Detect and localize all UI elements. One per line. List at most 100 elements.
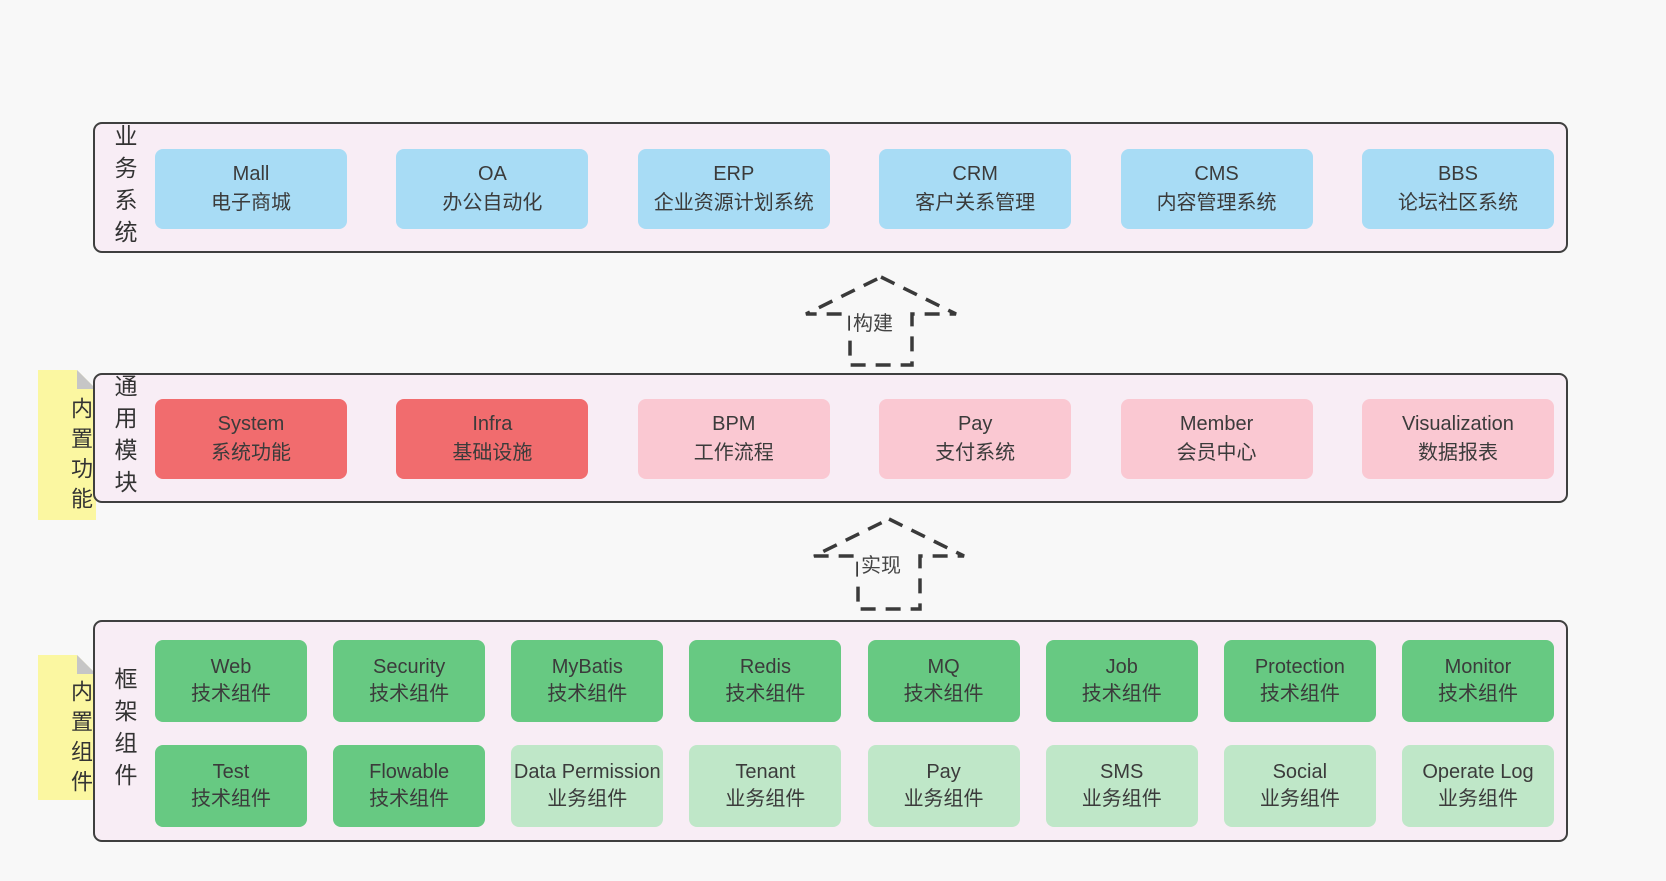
box-title: Operate Log <box>1422 761 1534 783</box>
box-subtitle: 业务组件 <box>547 788 628 810</box>
box-member: Member 会员中心 <box>1120 399 1313 479</box>
box-title: OA <box>477 163 507 185</box>
box-title: Web <box>210 656 252 678</box>
box-subtitle: 技术组件 <box>191 683 271 705</box>
box-subtitle: 客户关系管理 <box>915 192 1036 214</box>
dashed-up-arrow-icon <box>813 517 965 611</box>
box-title: CMS <box>1194 163 1239 185</box>
box-subtitle: 办公自动化 <box>442 192 543 214</box>
build-arrow-label: 构建 <box>850 312 896 336</box>
box-title: Tenant <box>735 761 796 783</box>
box-title: Mall <box>232 163 270 185</box>
box-subtitle: 技术组件 <box>725 683 806 705</box>
box-title: Test <box>212 761 250 783</box>
box-title: System <box>217 413 285 435</box>
box-pay: Pay 业务组件 <box>867 745 1020 827</box>
panel-title-business-systems: 业务系统 <box>111 123 137 252</box>
box-subtitle: 系统功能 <box>211 442 291 464</box>
box-subtitle: 基础设施 <box>452 442 533 464</box>
build-arrow: 构建 <box>801 274 961 368</box>
box-mybatis: MyBatis 技术组件 <box>511 640 664 722</box>
box-crm: CRM 客户关系管理 <box>879 149 1072 229</box>
box-title: Security <box>373 656 446 678</box>
box-title: Member <box>1179 413 1254 435</box>
box-data-permission: Data Permission 业务组件 <box>511 745 664 827</box>
implement-arrow-label: 实现 <box>858 554 904 578</box>
box-infra: Infra 基础设施 <box>396 399 589 479</box>
box-subtitle: 业务组件 <box>1437 788 1518 810</box>
box-subtitle: 业务组件 <box>725 788 806 810</box>
box-subtitle: 业务组件 <box>1259 788 1340 810</box>
box-oa: OA 办公自动化 <box>396 149 589 229</box>
box-erp: ERP 企业资源计划系统 <box>637 149 830 229</box>
box-title: Infra <box>472 413 513 435</box>
box-security: Security 技术组件 <box>333 640 486 722</box>
box-title: Pay <box>957 413 993 435</box>
box-subtitle: 内容管理系统 <box>1156 192 1277 214</box>
box-title: MyBatis <box>551 656 623 678</box>
box-subtitle: 会员中心 <box>1176 442 1257 464</box>
box-subtitle: 技术组件 <box>547 683 628 705</box>
box-title: Pay <box>926 761 961 783</box>
common-modules-row: System 系统功能 Infra 基础设施 BPM 工作流程 Pay 支付系统 Member 会… <box>155 399 1554 479</box>
box-subtitle: 电子商城 <box>211 192 291 214</box>
box-subtitle: 技术组件 <box>903 683 984 705</box>
box-title: BPM <box>712 413 756 435</box>
box-subtitle: 企业资源计划系统 <box>653 192 814 214</box>
box-subtitle: 业务组件 <box>1081 788 1162 810</box>
dashed-up-arrow-icon <box>805 275 957 367</box>
box-subtitle: 技术组件 <box>1437 683 1518 705</box>
common-modules-panel: 通用模块 System 系统功能 Infra 基础设施 BPM 工作流程 Pay 支付系统 Me… <box>93 373 1568 503</box>
box-subtitle: 支付系统 <box>935 442 1016 464</box>
box-subtitle: 技术组件 <box>369 788 450 810</box>
business-systems-panel: 业务系统 Mall 电子商城 OA 办公自动化 ERP 企业资源计划系统 CRM 客户关系管理… <box>93 122 1568 253</box>
box-title: Visualization <box>1401 413 1514 435</box>
box-title: Protection <box>1254 656 1345 678</box>
sticky-note-text: 内置组件 <box>68 679 93 800</box>
box-bbs: BBS 论坛社区系统 <box>1361 149 1554 229</box>
box-redis: Redis 技术组件 <box>689 640 842 722</box>
box-pay: Pay 支付系统 <box>879 399 1072 479</box>
box-title: Flowable <box>369 761 450 783</box>
box-monitor: Monitor 技术组件 <box>1401 640 1554 722</box>
box-sms: SMS 业务组件 <box>1045 745 1198 827</box>
box-social: Social 业务组件 <box>1223 745 1376 827</box>
panel-title-common-modules: 通用模块 <box>111 374 137 502</box>
box-title: Data Permission <box>513 761 661 783</box>
box-tenant: Tenant 业务组件 <box>689 745 842 827</box>
box-system: System 系统功能 <box>155 399 347 479</box>
box-cms: CMS 内容管理系统 <box>1120 149 1313 229</box>
sticky-note-built-in-features: 内置功能 <box>38 370 96 520</box>
box-subtitle: 技术组件 <box>1081 683 1162 705</box>
box-title: Redis <box>739 656 791 678</box>
panel-title-framework-components: 框架组件 <box>111 667 137 795</box>
box-title: ERP <box>713 163 755 185</box>
box-title: Monitor <box>1444 656 1512 678</box>
box-bpm: BPM 工作流程 <box>637 399 830 479</box>
sticky-note-text: 内置功能 <box>68 397 93 517</box>
box-subtitle: 技术组件 <box>191 788 271 810</box>
business-systems-row: Mall 电子商城 OA 办公自动化 ERP 企业资源计划系统 CRM 客户关系管理 CMS 内容… <box>155 149 1554 229</box>
box-title: Social <box>1272 761 1328 783</box>
box-subtitle: 业务组件 <box>903 788 984 810</box>
box-subtitle: 技术组件 <box>369 683 450 705</box>
box-subtitle: 技术组件 <box>1259 683 1340 705</box>
box-web: Web 技术组件 <box>155 640 307 722</box>
box-operate-log: Operate Log 业务组件 <box>1401 745 1554 827</box>
box-flowable: Flowable 技术组件 <box>333 745 486 827</box>
box-title: CRM <box>952 163 998 185</box>
box-title: SMS <box>1100 761 1144 783</box>
implement-arrow: 实现 <box>809 516 969 612</box>
sticky-note-built-in-components: 内置组件 <box>38 655 96 800</box>
box-test: Test 技术组件 <box>155 745 307 827</box>
box-subtitle: 工作流程 <box>693 442 774 464</box>
box-subtitle: 论坛社区系统 <box>1397 192 1518 214</box>
box-title: BBS <box>1437 163 1478 185</box>
